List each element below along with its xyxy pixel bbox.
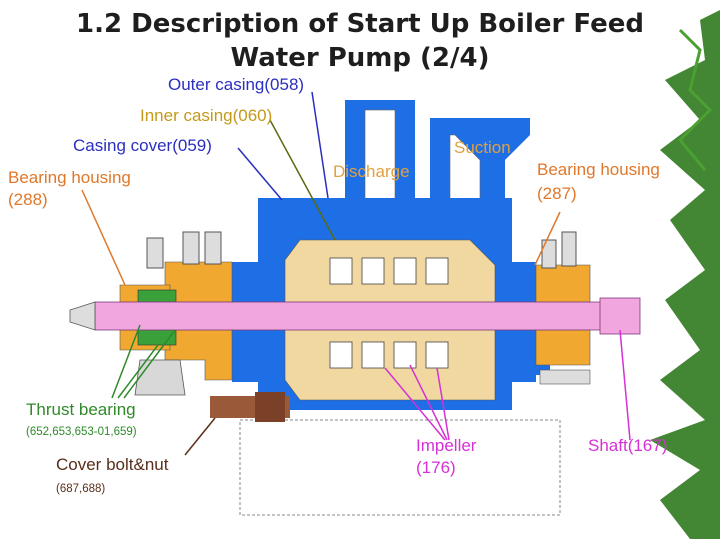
label-impeller-num: (176) — [416, 458, 456, 477]
leader-lines — [81, 91, 631, 456]
slide-title-line2: Water Pump (2/4) — [230, 43, 490, 73]
label-bearing-housing-left: Bearing housing — [8, 168, 131, 187]
label-bearing-housing-right: Bearing housing — [537, 160, 660, 179]
label-casing-cover: Casing cover(059) — [73, 136, 212, 155]
label-impeller: Impeller — [416, 436, 477, 455]
label-bearing-housing-right-num: (287) — [537, 184, 577, 203]
label-shaft: Shaft(167) — [588, 436, 668, 455]
cover-bolt — [210, 392, 290, 422]
label-inner-casing: Inner casing(060) — [140, 106, 273, 125]
label-thrust-bearing: Thrust bearing — [26, 400, 136, 419]
label-thrust-bearing-nums: (652,653,653-01,659) — [26, 426, 137, 438]
label-suction: Suction — [454, 138, 511, 157]
label-discharge: Discharge — [333, 162, 410, 181]
shaft — [69, 297, 641, 335]
label-cover-bolt: Cover bolt&nut — [56, 455, 169, 474]
slide-title-line1: 1.2 Description of Start Up Boiler Feed — [76, 9, 644, 39]
leaf-decoration — [650, 10, 720, 539]
label-outer-casing: Outer casing(058) — [168, 75, 305, 94]
label-cover-bolt-nums: (687,688) — [56, 483, 106, 495]
base-outline — [239, 419, 561, 516]
label-bearing-housing-left-num: (288) — [8, 190, 48, 209]
